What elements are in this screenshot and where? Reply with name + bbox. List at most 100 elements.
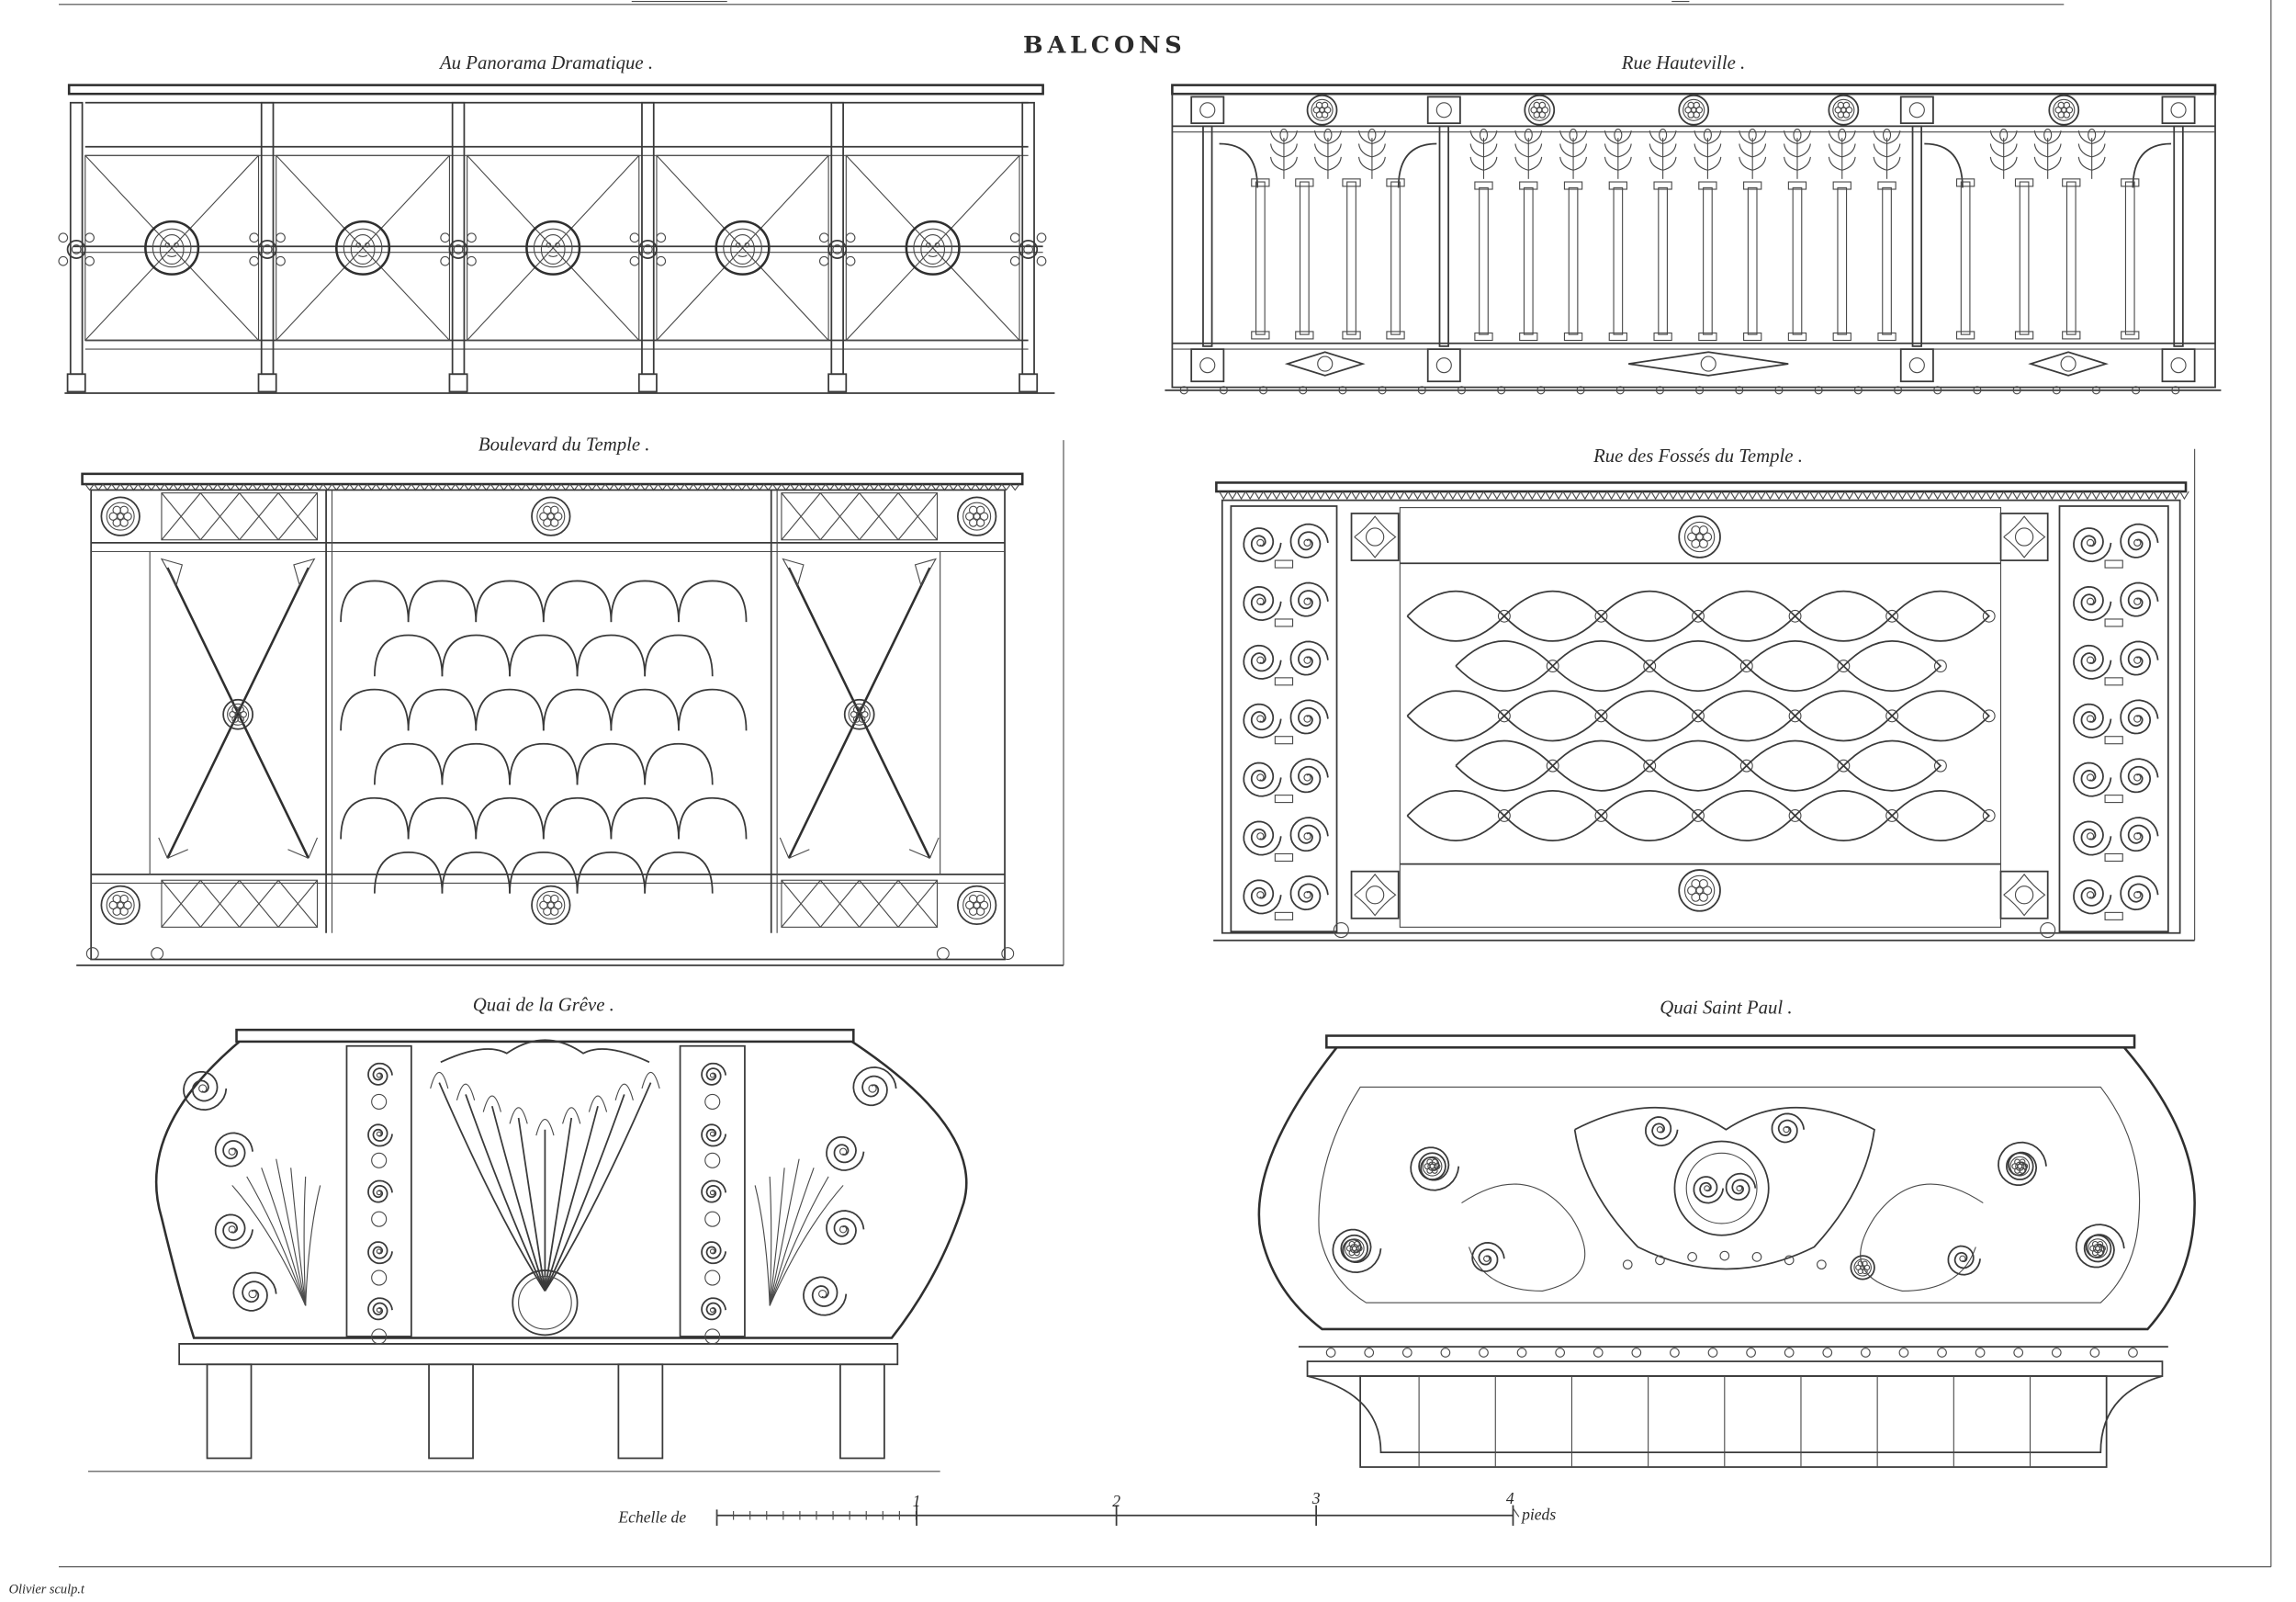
- palmette-ornament: [1989, 128, 2018, 179]
- scroll-ornament: [1771, 1112, 1806, 1144]
- column-baluster: [1514, 128, 1543, 342]
- scroll-ornament: [2120, 523, 2159, 558]
- scroll-ornament: [367, 1241, 393, 1265]
- rosette-ornament: [1850, 1255, 1875, 1280]
- scroll-ornament: [1243, 879, 1282, 915]
- scroll-ornament: [826, 1135, 865, 1171]
- baluster-post: [448, 101, 468, 393]
- scroll-ornament: [2073, 820, 2112, 856]
- rosette-ornament: [956, 496, 997, 536]
- plate-title: BALCONS: [1023, 32, 1187, 60]
- scroll-ornament: [1289, 640, 1329, 676]
- scroll-ornament: [183, 1070, 228, 1111]
- square-boss: [2161, 96, 2196, 383]
- scroll-ornament: [803, 1276, 848, 1316]
- column-baluster: [1739, 128, 1767, 342]
- mask-medallion: [905, 220, 961, 276]
- square-boss: [1350, 870, 1400, 919]
- diamond-ornament: [1284, 351, 1366, 377]
- scroll-ornament: [2073, 703, 2112, 739]
- rosette-ornament: [100, 885, 141, 926]
- arcade-bay: [1924, 128, 2172, 340]
- rosette-ornament: [1340, 1234, 1369, 1263]
- scroll-ornament: [1243, 644, 1282, 680]
- column-baluster: [1828, 128, 1856, 342]
- acanthus-scroll: [2075, 1224, 2125, 1269]
- scroll-ornament: [2120, 817, 2159, 852]
- mask-medallion: [335, 220, 391, 276]
- column-baluster: [1873, 128, 1901, 342]
- rosette-ornament: [1678, 94, 1710, 126]
- balcony-rue-hauteville: [1165, 84, 2222, 395]
- scroll-ornament: [701, 1241, 727, 1265]
- palmette-ornament: [2033, 128, 2062, 179]
- square-boss: [1999, 513, 2049, 561]
- baluster-post: [1019, 101, 1039, 393]
- column-baluster: [1649, 128, 1677, 342]
- scale-tick-label: 3: [1311, 1489, 1321, 1507]
- scroll-ornament: [1289, 699, 1329, 735]
- palmette-ornament: [1739, 128, 1767, 179]
- scroll-ornament: [852, 1066, 897, 1107]
- palmette-ornament: [1784, 128, 1811, 179]
- rosette-ornament: [531, 885, 571, 926]
- scroll-ornament: [1693, 1176, 1725, 1204]
- plate-frame: [58, 0, 2272, 1568]
- central-cartouche: [1573, 1106, 1875, 1270]
- scale-label: Echelle de: [617, 1508, 686, 1527]
- rosette-ornament: [1678, 515, 1721, 558]
- lattice-panel: [161, 879, 319, 928]
- baluster-post: [637, 101, 658, 393]
- acanthus-scroll: [1998, 1141, 2047, 1186]
- rosette-ornament: [843, 698, 875, 730]
- baluster-post: [827, 101, 848, 393]
- square-boss: [1999, 870, 2049, 919]
- balcony-quai-de-la-greve: [87, 1028, 968, 1472]
- scale-tick-label: 4: [1506, 1489, 1514, 1507]
- scroll-ornament: [367, 1179, 393, 1203]
- crossed-arrows: [779, 558, 940, 859]
- scale-tick-label: 2: [1112, 1492, 1120, 1510]
- palmette-ornament: [1649, 128, 1677, 179]
- scroll-ornament: [2120, 581, 2159, 617]
- rosette-ornament: [1828, 94, 1860, 126]
- scroll-ornament: [1243, 527, 1282, 563]
- lattice-panel: [161, 492, 319, 541]
- scroll-ornament: [1471, 1241, 1505, 1272]
- column-baluster: [1469, 128, 1498, 342]
- scroll-ornament: [701, 1123, 727, 1147]
- rosette-ornament: [531, 496, 571, 536]
- palmette-ornament: [1469, 128, 1498, 179]
- palmette-shell: [430, 1039, 660, 1337]
- mask-medallion: [144, 220, 200, 276]
- palmette-ornament: [1828, 128, 1856, 179]
- baluster-post: [66, 101, 86, 393]
- rosette-ornament: [956, 885, 997, 926]
- caption-rue-des-fosses-du-temple: Rue des Fossés du Temple .: [1593, 446, 1803, 467]
- scroll-ornament: [2120, 875, 2159, 911]
- scroll-ornament: [701, 1179, 727, 1203]
- scroll-ornament: [1243, 820, 1282, 856]
- rosette-ornament: [100, 496, 141, 536]
- ogee-net-panel: [1406, 590, 1996, 841]
- mask-medallion: [525, 220, 581, 276]
- scroll-ornament: [232, 1271, 277, 1312]
- knot-ornament: [58, 232, 95, 266]
- side-scroll-group: [754, 1066, 897, 1316]
- caption-boulevard-du-temple: Boulevard du Temple .: [478, 434, 650, 455]
- scroll-ornament: [367, 1062, 393, 1086]
- scroll-ornament: [1289, 758, 1329, 794]
- scroll-ornament: [701, 1062, 727, 1086]
- scroll-ornament: [1243, 762, 1282, 797]
- scale-tick-label: 1: [913, 1492, 921, 1510]
- palmette-ornament: [1604, 128, 1632, 179]
- palmette-ornament: [1873, 128, 1901, 179]
- scroll-ornament: [2073, 585, 2112, 621]
- scale-bar: [715, 1505, 1520, 1526]
- rosette-ornament: [1418, 1152, 1446, 1180]
- scroll-ornament: [1947, 1245, 1981, 1276]
- scroll-ornament: [1289, 817, 1329, 852]
- scroll-ornament: [1243, 703, 1282, 739]
- scroll-ornament: [2120, 758, 2159, 794]
- balcony-boulevard-du-temple: [76, 440, 1064, 966]
